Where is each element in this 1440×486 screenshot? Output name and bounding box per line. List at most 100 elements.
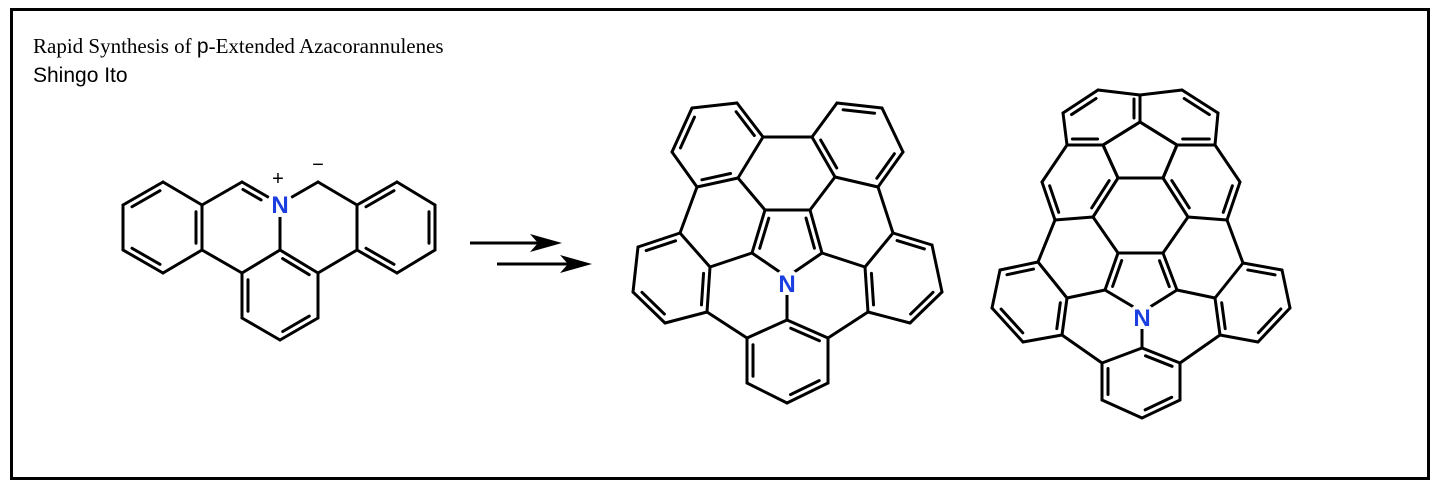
double-bond [1256,307,1283,335]
ring-bond [1213,111,1220,147]
double-bond [1005,267,1036,277]
double-bond [1111,259,1124,288]
bond [240,180,270,199]
ring-bond [810,135,837,179]
ring-bond [866,310,912,325]
ring-bond [835,101,884,110]
ring-bond [678,231,712,269]
double-bond [241,187,263,202]
ring-bond [670,106,694,154]
double-bond [1090,179,1111,210]
double-bond [1070,96,1098,117]
double-bond [1170,179,1191,210]
ring-bond [1213,296,1222,337]
double-bond [869,271,876,307]
reaction-arrows [470,234,592,273]
bond [1065,288,1107,300]
double-bond [789,326,821,343]
ring-bond [278,316,320,342]
ring-bond [161,180,204,207]
ring-bond [990,306,1025,344]
bond [705,310,749,340]
plus-charge: + [272,168,284,190]
ring-bond [810,101,839,139]
double-bond [364,246,396,266]
bond [826,310,870,340]
ring-bond [833,175,880,189]
ring-bond [1060,296,1069,337]
ring-bond [240,316,282,342]
ring-bond [663,310,709,325]
ring-bond [1140,346,1182,365]
double-bond [1055,301,1062,331]
ring-bond [785,318,830,340]
ring-bond [876,150,905,189]
bond [200,248,244,275]
ring-bond [1186,215,1229,222]
double-bond [700,171,733,182]
ring-bond [1161,215,1190,255]
ring-bond [1180,88,1220,115]
bond [708,251,754,269]
double-bond [281,314,311,334]
ring-bond [355,180,399,207]
ring-bond [891,231,934,247]
ring-bond [1213,143,1242,184]
ring-bond [695,176,740,189]
ring-bond [863,231,895,269]
ring-bond [161,248,204,275]
ring-bond [670,150,699,189]
ring-bond [121,180,165,207]
bond [1175,288,1217,300]
ring-bond [1241,261,1284,272]
ring-bond [355,248,399,275]
double-bond [644,239,678,253]
ring-bond [808,208,824,255]
double-bond [699,271,706,307]
ring-bond [1138,88,1184,97]
author-name: Shingo Ito [33,64,128,87]
ring-bond [1061,111,1069,147]
bond [316,180,359,207]
double-bond [640,290,666,316]
ring-bond [1103,251,1120,292]
ring-bond [736,135,765,180]
bond [200,180,244,207]
ring-bond [990,268,1002,310]
double-bond [1182,97,1211,117]
ring-bond [1021,333,1064,344]
double-bond [1221,184,1234,214]
ring-bond [998,260,1040,272]
ring-bond [1161,251,1179,292]
ring-bond [735,101,765,139]
ring-bond [121,248,165,275]
double-bond [819,138,839,170]
bond [808,175,837,212]
double-bond [789,379,821,397]
bond [290,180,320,199]
ring-bond [395,248,437,275]
ring-bond [1280,268,1292,310]
nitrogen-atom-start: N [271,192,288,219]
ring-bond [1225,180,1242,222]
ring-bond [1061,88,1100,115]
title-suffix: -Extended Azacorannulenes [208,34,444,58]
ring-bond [1091,215,1120,255]
ring-bond [1140,398,1182,420]
double-bond [1157,259,1171,289]
ring-bond [1218,333,1260,344]
double-bond [1143,395,1174,412]
ring-bond [1091,176,1120,219]
double-bond [130,246,162,266]
double-bond [1246,268,1277,277]
ring-bond [240,248,282,275]
arrow-1-head [530,234,562,252]
ring-bond [930,243,944,294]
double-bond [909,290,935,316]
double-bond [875,152,896,180]
bond [1178,333,1222,365]
double-bond [1220,301,1227,331]
ring-bond [1256,306,1292,344]
ring-bond [631,245,640,294]
